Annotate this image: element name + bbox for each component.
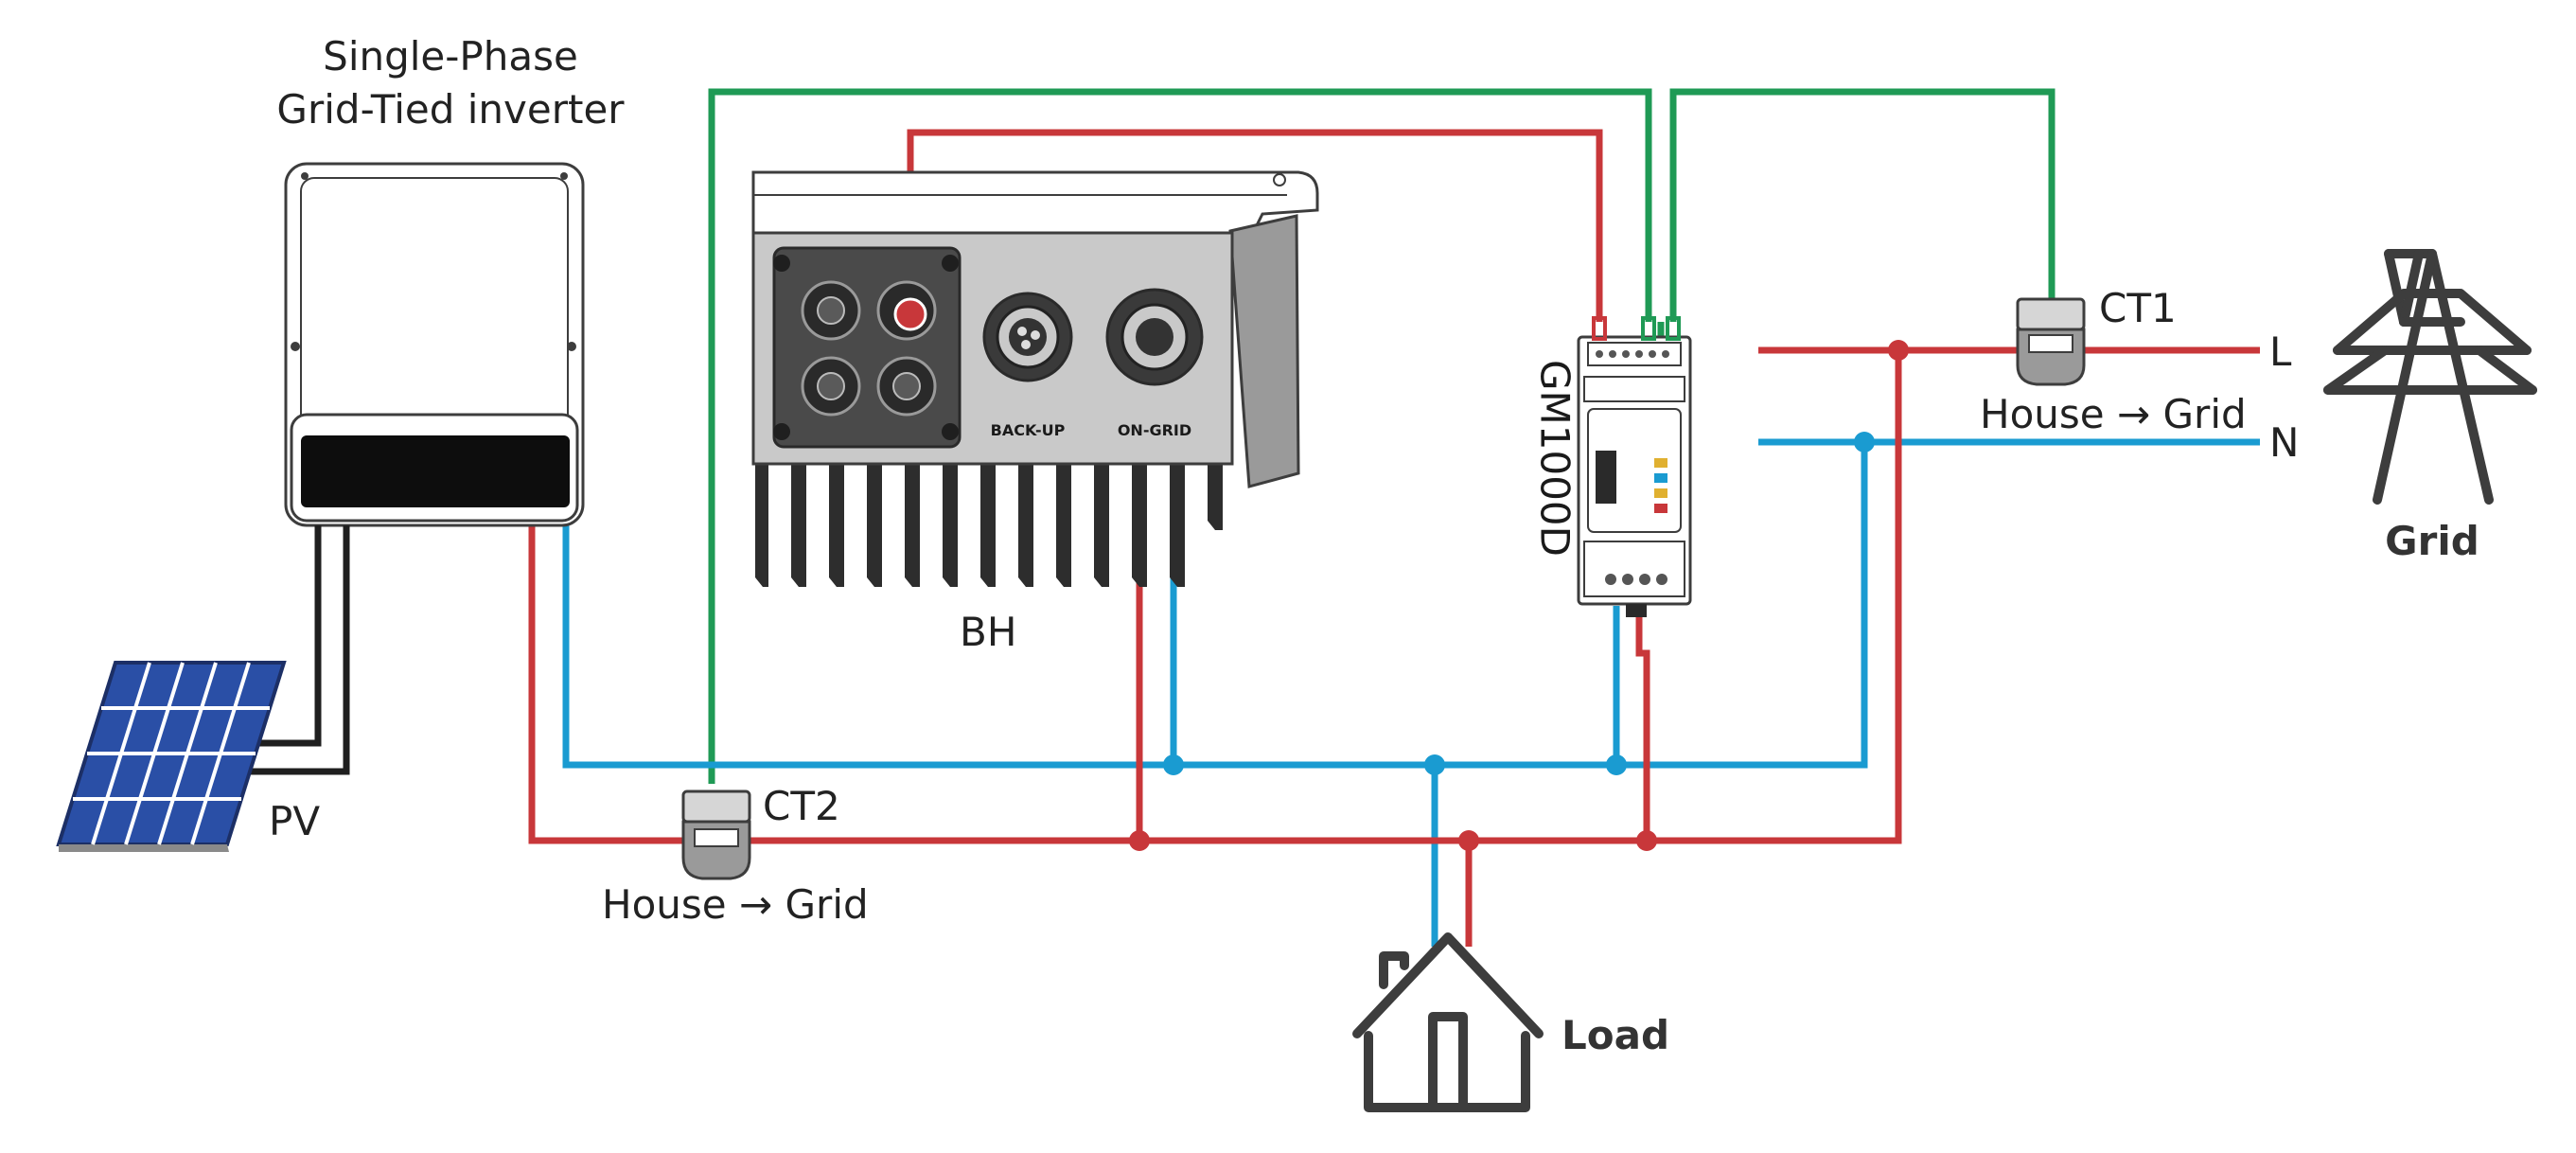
heatsink bbox=[755, 454, 1223, 587]
live-line-label: L bbox=[2269, 328, 2292, 375]
junction-dot bbox=[1129, 830, 1150, 851]
grid-label: Grid bbox=[2385, 518, 2479, 564]
diagram-labels: Single-Phase Grid-Tied inverter PV BH CT… bbox=[269, 33, 2479, 1058]
junction-dots bbox=[1129, 340, 1909, 851]
inverter-display bbox=[301, 435, 570, 507]
inverter-title-line1: Single-Phase bbox=[323, 33, 578, 80]
meter-live-out-wire bbox=[1635, 606, 1650, 841]
junction-dot bbox=[1424, 754, 1445, 775]
ct2-direction-label: House → Grid bbox=[602, 881, 869, 928]
junction-dot bbox=[1854, 432, 1875, 452]
ongrid-port bbox=[1105, 288, 1204, 386]
meter-label: GM1000D bbox=[1532, 360, 1579, 557]
battery-terminal-live bbox=[893, 297, 927, 331]
transmission-tower-icon bbox=[2323, 249, 2537, 505]
smart-meter-icon bbox=[1577, 316, 1692, 617]
pv-cables bbox=[251, 525, 350, 775]
solar-panel-icon bbox=[56, 661, 287, 852]
neutral-line-label: N bbox=[2269, 419, 2299, 466]
ct2-clamp bbox=[681, 789, 751, 880]
ct2-label: CT2 bbox=[763, 783, 840, 829]
ongrid-port-label: ON-GRID bbox=[1118, 421, 1191, 439]
grid-tied-inverter bbox=[284, 162, 585, 527]
bh-hybrid-inverter: BACK-UP ON-GRID bbox=[751, 170, 1319, 587]
pv-label: PV bbox=[269, 798, 320, 844]
inverter-title-line2: Grid-Tied inverter bbox=[276, 86, 625, 133]
junction-dot bbox=[1458, 830, 1479, 851]
inverter-neutral-wire bbox=[562, 442, 1868, 769]
ct2-comm-wire bbox=[708, 88, 1652, 784]
ct-clamp-icon bbox=[681, 297, 2086, 880]
house-icon bbox=[1352, 932, 1544, 1112]
inverter-live-wire bbox=[528, 350, 1902, 844]
junction-dot bbox=[1606, 754, 1627, 775]
ct1-clamp bbox=[2016, 297, 2086, 386]
ct1-label: CT1 bbox=[2099, 285, 2177, 331]
load-label: Load bbox=[1561, 1012, 1669, 1058]
junction-dot bbox=[1163, 754, 1184, 775]
bh-label: BH bbox=[960, 609, 1016, 655]
backup-port bbox=[982, 292, 1073, 382]
junction-dot bbox=[1636, 830, 1657, 851]
ct1-direction-label: House → Grid bbox=[1980, 391, 2247, 437]
junction-dot bbox=[1888, 340, 1909, 361]
ct1-comm-wire bbox=[1669, 88, 2056, 322]
backup-port-label: BACK-UP bbox=[991, 421, 1066, 439]
